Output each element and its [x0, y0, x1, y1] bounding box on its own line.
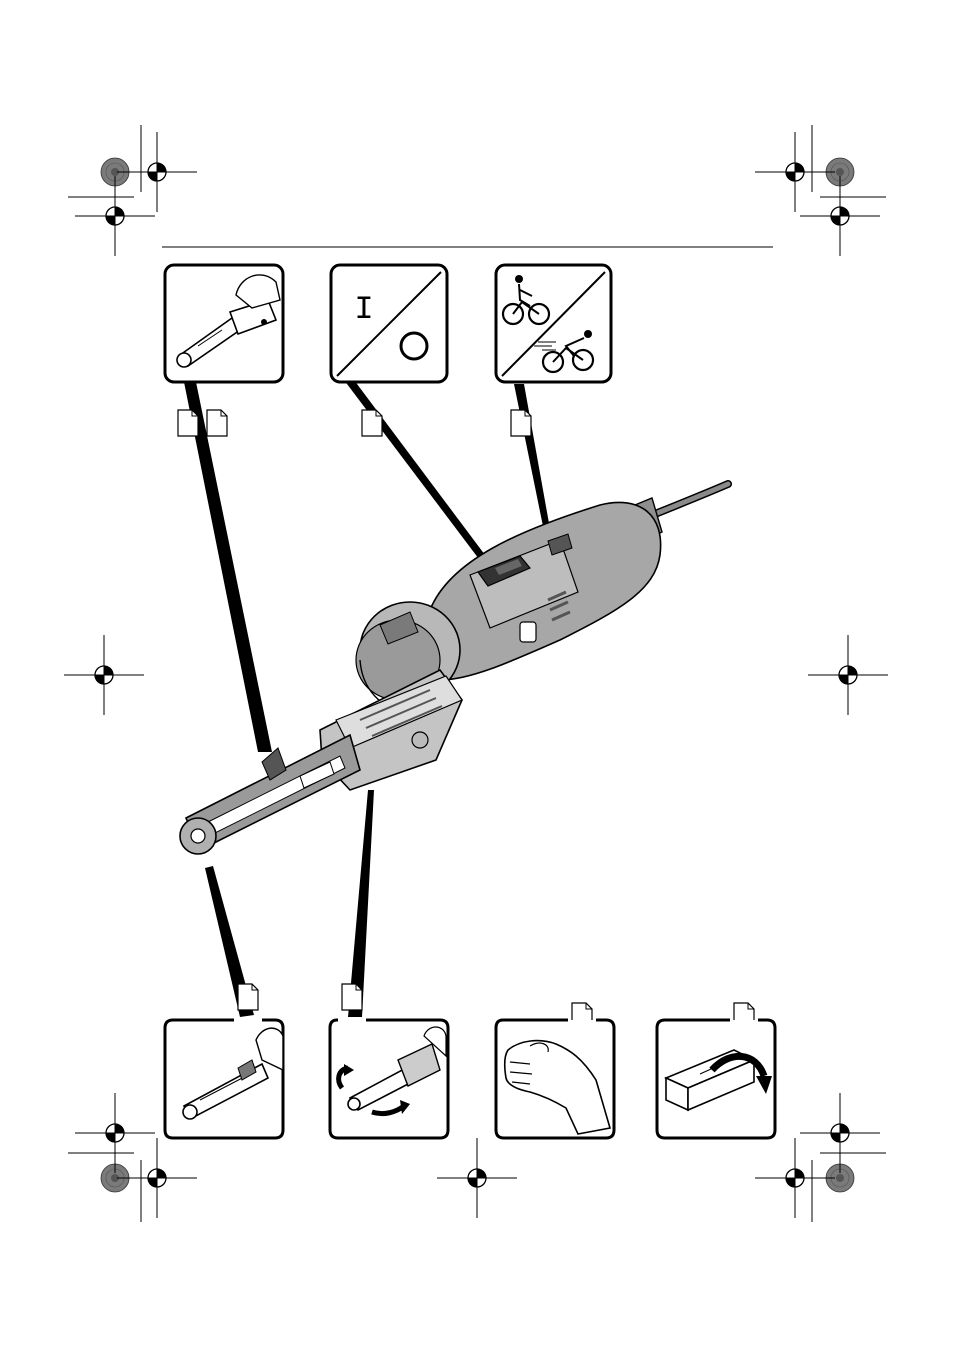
page-ref-icon: [342, 984, 362, 1010]
panel-belt-arm-attach: [165, 265, 283, 382]
crosshair-icon: [75, 1093, 155, 1173]
page-ref-icon: [178, 410, 198, 436]
crosshair-icon: [117, 1138, 197, 1218]
belt-sander-illustration: [180, 484, 728, 854]
panel-hand-vibration: [496, 1020, 614, 1138]
crosshair-icon: [755, 132, 835, 212]
on-symbol: I: [354, 291, 373, 328]
panel-on-off-switch: I: [331, 265, 447, 382]
panel-belt-arm-change: [165, 1020, 283, 1138]
panel-belt-storage: [657, 1020, 775, 1138]
crosshair-icon: [808, 635, 888, 715]
crosshair-icon: [437, 1138, 517, 1218]
crosshair-icon: [75, 176, 155, 256]
page-ref-icon: [362, 410, 382, 436]
page-ref-icon: [207, 410, 227, 436]
page-ref-icon: [238, 984, 258, 1010]
page-ref-icon: [511, 410, 531, 436]
crosshair-icon: [117, 132, 197, 212]
leader-lines: [184, 380, 552, 1017]
crosshair-icon: [755, 1138, 835, 1218]
panel-belt-tracking: [330, 1020, 448, 1138]
crosshair-icon: [64, 635, 144, 715]
panel-speed-selection: [496, 265, 611, 382]
